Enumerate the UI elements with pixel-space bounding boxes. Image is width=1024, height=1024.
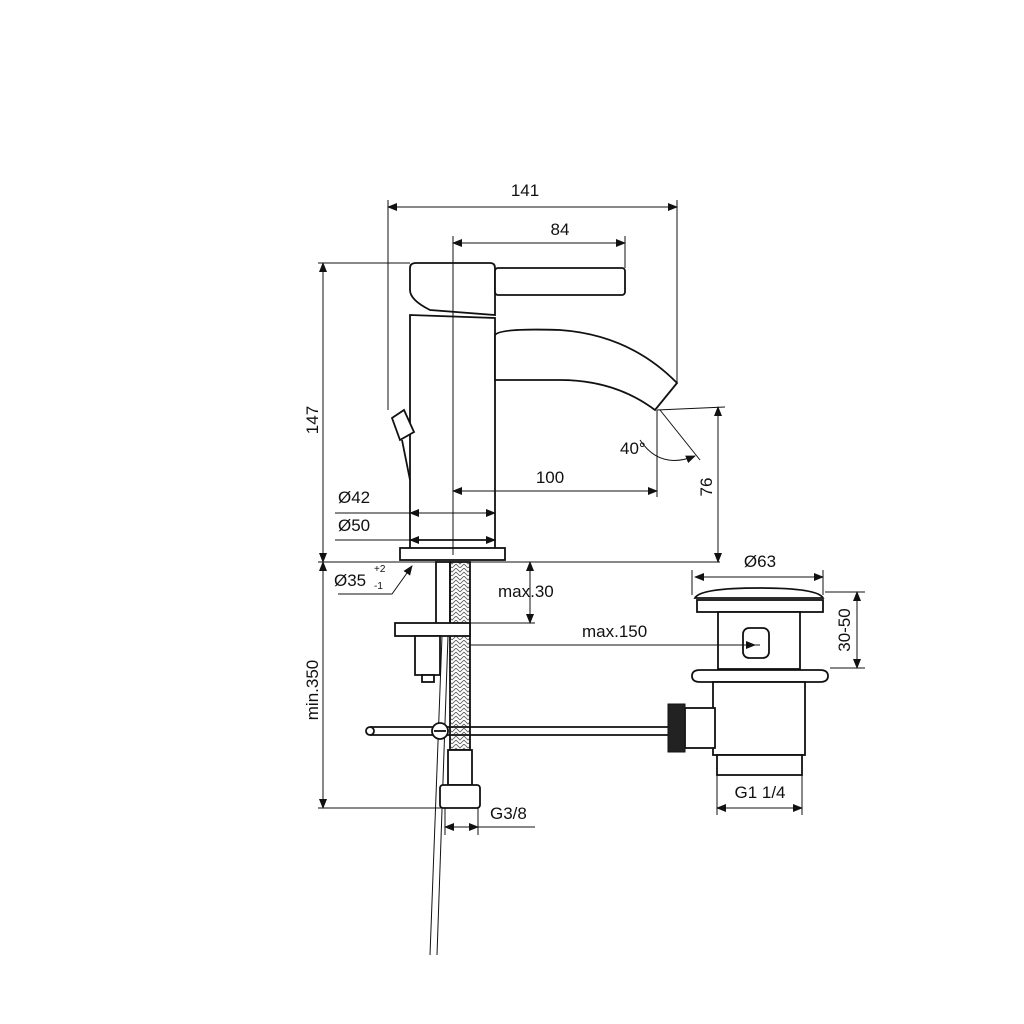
fixing-nut xyxy=(414,635,441,676)
popup-knob xyxy=(390,408,416,442)
lever-handle xyxy=(494,267,626,296)
popup-waste xyxy=(667,587,829,776)
fixing-plate xyxy=(394,622,471,637)
dim-diam-35: Ø35 xyxy=(334,571,366,590)
installation-parts xyxy=(365,561,668,956)
rod-connector xyxy=(684,707,716,749)
dim-min-350: min.350 xyxy=(303,660,322,720)
tol-minus: -1 xyxy=(374,581,383,592)
waste-flange xyxy=(696,599,824,613)
hose-ferrule xyxy=(447,749,473,786)
hose-nut xyxy=(439,784,481,809)
dim-diam-63: Ø63 xyxy=(744,552,776,571)
threaded-shank xyxy=(435,561,451,625)
dim-40-deg: 40° xyxy=(620,439,646,458)
waste-thread xyxy=(716,754,803,776)
dim-g3-8: G3/8 xyxy=(490,804,527,823)
connector-nut xyxy=(667,703,686,753)
dim-141: 141 xyxy=(511,181,539,200)
waste-body-upper xyxy=(717,611,801,670)
dim-max-150: max.150 xyxy=(582,622,647,641)
waste-cap xyxy=(693,587,825,599)
tol-plus: +2 xyxy=(374,564,386,575)
faucet xyxy=(390,262,679,561)
overflow-slot xyxy=(742,627,770,659)
dim-30-50: 30-50 xyxy=(835,608,854,651)
dim-76: 76 xyxy=(697,478,716,497)
dim-diam-50: Ø50 xyxy=(338,516,370,535)
dim-g1-1-4: G1 1/4 xyxy=(734,783,785,802)
dim-147: 147 xyxy=(303,406,322,434)
braided-hose xyxy=(449,561,471,751)
spout xyxy=(494,328,679,412)
dim-84: 84 xyxy=(551,220,570,239)
dim-max-30: max.30 xyxy=(498,582,554,601)
waste-body xyxy=(712,681,806,756)
dimensions: 141 84 147 100 76 40° Ø42 Ø50 Ø35 +2 -1 … xyxy=(303,181,865,835)
waste-nut-flange xyxy=(691,669,829,683)
dim-diam-42: Ø42 xyxy=(338,488,370,507)
dim-100: 100 xyxy=(536,468,564,487)
